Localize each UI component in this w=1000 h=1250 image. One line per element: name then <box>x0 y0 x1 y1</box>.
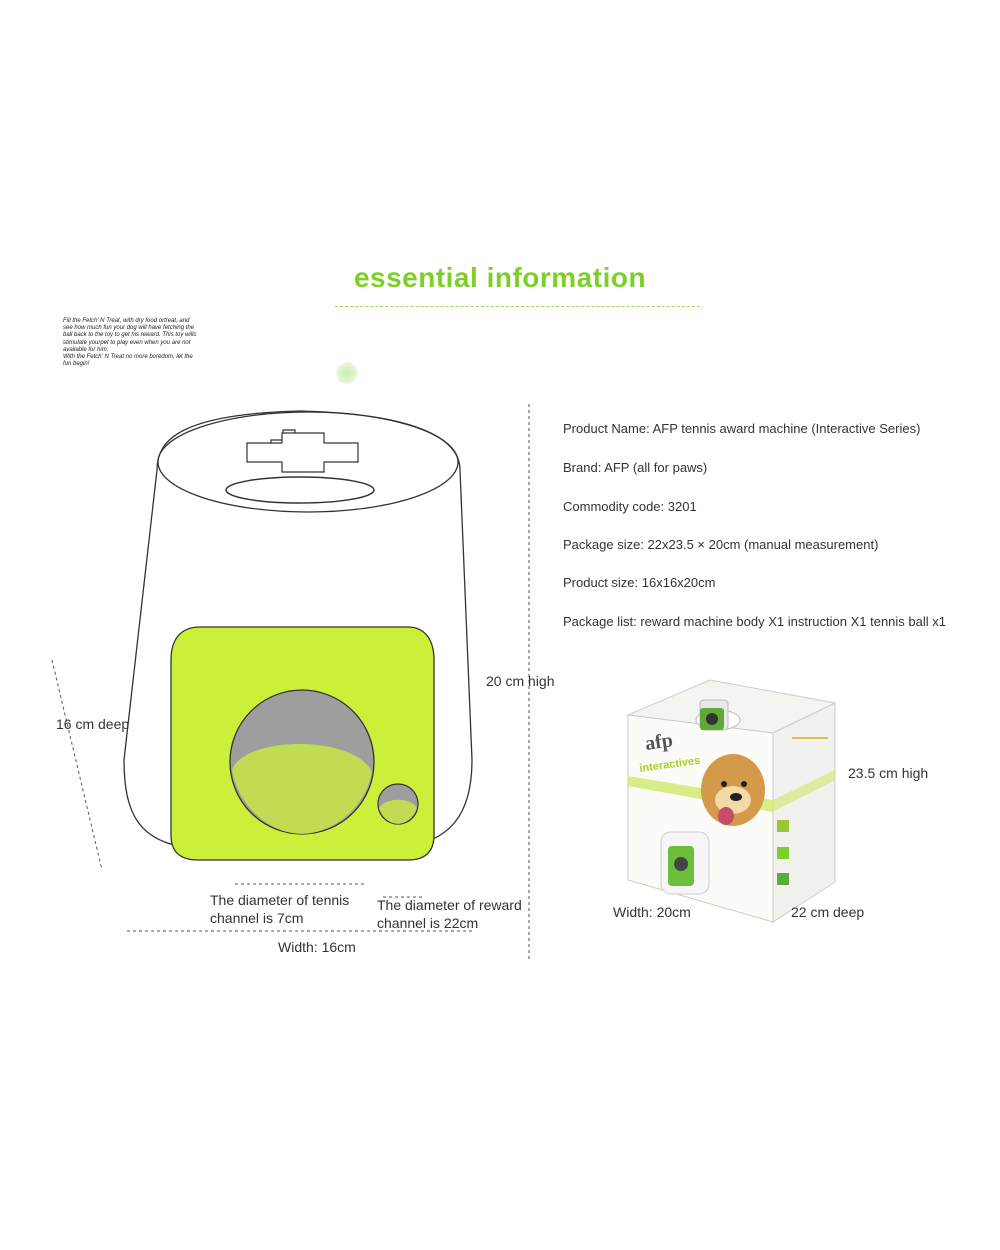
spec-brand: Brand: AFP (all for paws) <box>563 460 708 475</box>
ball-exit-opening <box>225 476 375 504</box>
box-brand-logo: afp <box>644 729 675 755</box>
package-box-illustration: afp interactives <box>626 679 837 923</box>
product-depth-label: 16 cm deep <box>56 716 130 732</box>
reward-channel-line1: The diameter of reward <box>377 897 522 913</box>
spec-package-size: Package size: 22x23.5 × 20cm (manual mea… <box>563 537 879 552</box>
box-side-face <box>772 702 836 923</box>
package-width-label: Width: 20cm <box>613 904 691 920</box>
spec-package-list: Package list: reward machine body X1 ins… <box>563 614 946 629</box>
tennis-channel-label: The diameter of tennis channel is 7cm <box>210 891 349 927</box>
product-width-label: Width: 16cm <box>278 939 356 955</box>
product-height-label: 20 cm high <box>486 673 555 689</box>
title-divider <box>335 306 700 307</box>
spec-commodity-code: Commodity code: 3201 <box>563 499 697 514</box>
spec-product-name: Product Name: AFP tennis award machine (… <box>563 421 921 436</box>
decorative-dot <box>336 362 358 384</box>
cross-slot-outline <box>246 432 359 473</box>
package-depth-label: 22 cm deep <box>791 904 865 920</box>
depth-dim-line <box>51 659 103 871</box>
reward-channel-line2: channel is 22cm <box>377 915 479 931</box>
tennis-channel-line1: The diameter of tennis <box>210 892 350 908</box>
reward-channel-label: The diameter of reward channel is 22cm <box>377 896 522 932</box>
spec-product-size: Product size: 16x16x20cm <box>563 575 716 590</box>
page-title: essential information <box>353 262 647 293</box>
product-blurb: Fill the Fetch' N Treat, with dry food o… <box>63 318 197 368</box>
package-height-label: 23.5 cm high <box>848 765 929 781</box>
tennis-channel-line2: channel is 7cm <box>210 910 304 926</box>
machine-top-rim <box>157 411 459 513</box>
